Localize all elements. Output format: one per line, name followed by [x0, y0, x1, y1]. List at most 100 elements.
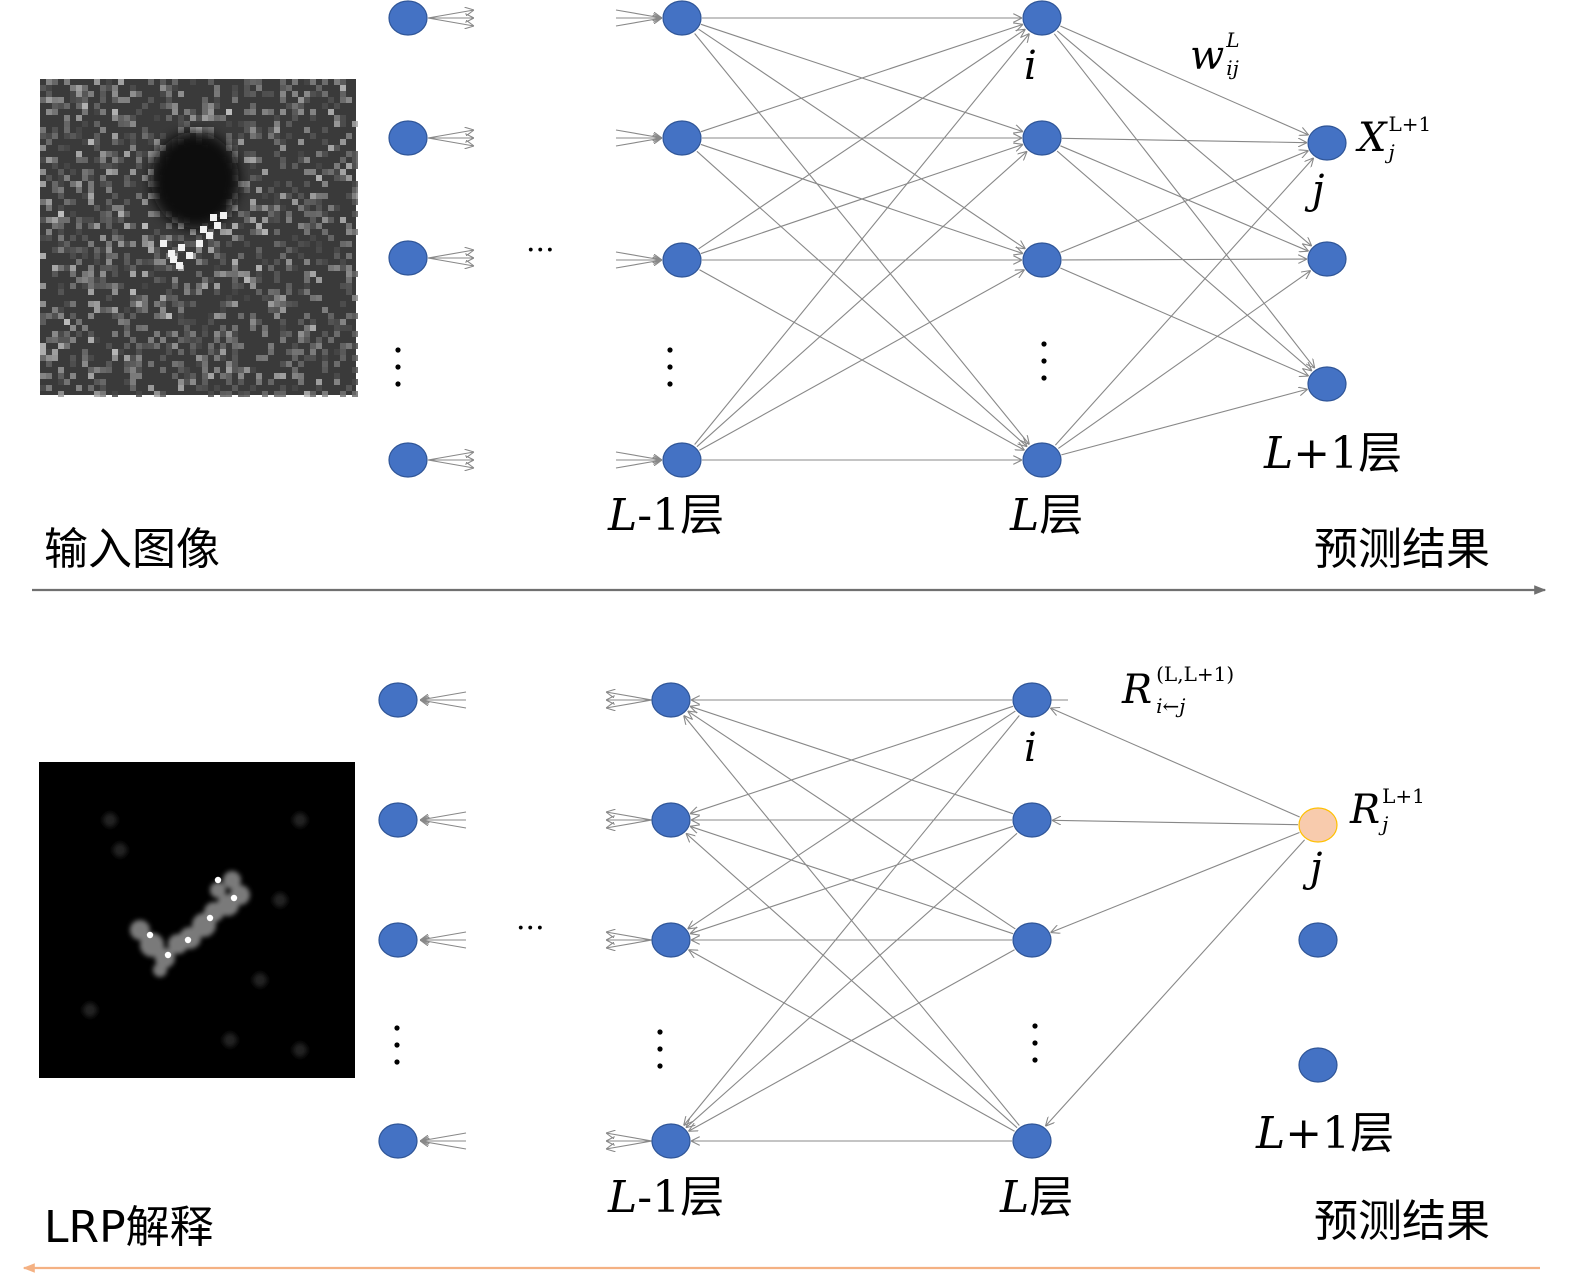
prev-layer-node-1 [651, 682, 691, 718]
node-j-label-bottom: j [1310, 845, 1323, 891]
edge-cur-prev [688, 950, 1015, 1132]
edge-next-cur [1050, 708, 1300, 818]
layer-label-next-top: L+1层 [1264, 428, 1403, 479]
prev-stub [606, 1140, 653, 1149]
next-layer-node-3 [1298, 1047, 1338, 1083]
edge-prev-cur [699, 270, 1024, 451]
edge-cur-next [1054, 158, 1313, 446]
edge-cur-prev [690, 826, 1014, 935]
cur-layer-node-1 [1012, 682, 1052, 718]
edge-prev-cur [696, 151, 1027, 448]
prev-stub [615, 251, 662, 260]
edge-next-cur [1045, 839, 1305, 1126]
edge-cur-next [1060, 25, 1308, 135]
prev-layer-node-4 [662, 442, 702, 478]
cur-layer-node-4 [1012, 1123, 1052, 1159]
edge-next-cur [1052, 820, 1299, 826]
input-stub [427, 250, 474, 259]
prev-stub [615, 460, 662, 469]
input-stub [420, 820, 467, 829]
edge-prev-cur [698, 29, 1026, 250]
edge-cur-prev [690, 706, 1014, 815]
cur-layer-node-2 [1022, 120, 1062, 156]
prev-stub [615, 451, 662, 460]
layer-label-prev-top: L-1层 [608, 490, 725, 541]
edge-cur-next [1061, 259, 1307, 260]
input-node-4 [388, 442, 428, 478]
cur-layer-node-3 [1012, 922, 1052, 958]
prev-stub [606, 692, 653, 701]
prev-stub [606, 699, 653, 708]
prev-layer-node-2 [662, 120, 702, 156]
input-stub [420, 931, 467, 940]
input-stub [420, 1141, 467, 1150]
prev-stub [606, 819, 653, 828]
layer-label-next-bottom: L+1层 [1256, 1108, 1395, 1159]
edge-cur-prev [686, 833, 1018, 1129]
next-layer-node-2 [1307, 241, 1347, 277]
node-i-label-bottom: i [1024, 725, 1037, 771]
prev-layer-node-4 [651, 1123, 691, 1159]
input-stub [427, 452, 474, 461]
cur-layer-node-4 [1022, 442, 1062, 478]
input-stub [420, 700, 467, 709]
prediction-caption-bottom: 预测结果 [1314, 1196, 1490, 1247]
edge-cur-next [1061, 389, 1307, 456]
edge-cur-prev [688, 711, 1016, 930]
edge-cur-prev [684, 715, 1020, 1126]
prev-layer-node-3 [662, 242, 702, 278]
prev-stub [615, 9, 662, 18]
next-layer-node-1 [1307, 125, 1347, 161]
top-edges [694, 18, 1315, 460]
edge-prev-cur [700, 24, 1023, 133]
prev-stub [606, 1133, 653, 1142]
input-stub [427, 257, 474, 266]
top-nodes [388, 0, 1347, 478]
edge-cur-next [1056, 150, 1312, 371]
prev-stub [615, 129, 662, 138]
edge-cur-next [1056, 30, 1311, 246]
prev-stub [606, 939, 653, 948]
top-input-stubs [427, 9, 662, 469]
layer-label-cur-bottom: L层 [1000, 1172, 1074, 1223]
input-stub [427, 17, 474, 26]
relevance-source-node [1298, 807, 1338, 843]
bottom-edges [684, 700, 1305, 1141]
prev-layer-node-2 [651, 802, 691, 838]
next-layer-node-3 [1307, 366, 1347, 402]
prev-stub [606, 932, 653, 941]
input-image [40, 79, 358, 397]
bottom-nodes [378, 682, 1338, 1159]
edge-cur-next [1060, 145, 1308, 251]
prev-stub [606, 812, 653, 821]
edge-cur-next [1061, 137, 1307, 142]
bottom-input-stubs [420, 692, 653, 1150]
prev-layer-node-3 [651, 922, 691, 958]
prev-stub [615, 260, 662, 269]
edge-prev-cur [694, 34, 1030, 445]
node-i-label-top: i [1024, 43, 1037, 89]
node-j-label-top: j [1312, 167, 1325, 213]
cur-layer-node-3 [1022, 242, 1062, 278]
input-stub [427, 130, 474, 139]
prev-layer-node-1 [662, 0, 702, 36]
hdots-bottom: ··· [516, 911, 545, 946]
cur-layer-node-1 [1022, 0, 1062, 36]
input-stub [420, 1132, 467, 1141]
input-stub [427, 137, 474, 146]
edge-cur-next [1058, 271, 1310, 449]
input-stub [420, 940, 467, 949]
hdots-top: ··· [526, 233, 555, 268]
prev-stub [615, 18, 662, 27]
cur-layer-node-2 [1012, 802, 1052, 838]
relevance-message-label: R(L,L+1)i←j [1122, 662, 1235, 718]
input-node-2 [388, 120, 428, 156]
input-stub [427, 10, 474, 19]
next-layer-node-2 [1298, 922, 1338, 958]
prev-stub [615, 138, 662, 147]
input-node-1 [378, 682, 418, 718]
